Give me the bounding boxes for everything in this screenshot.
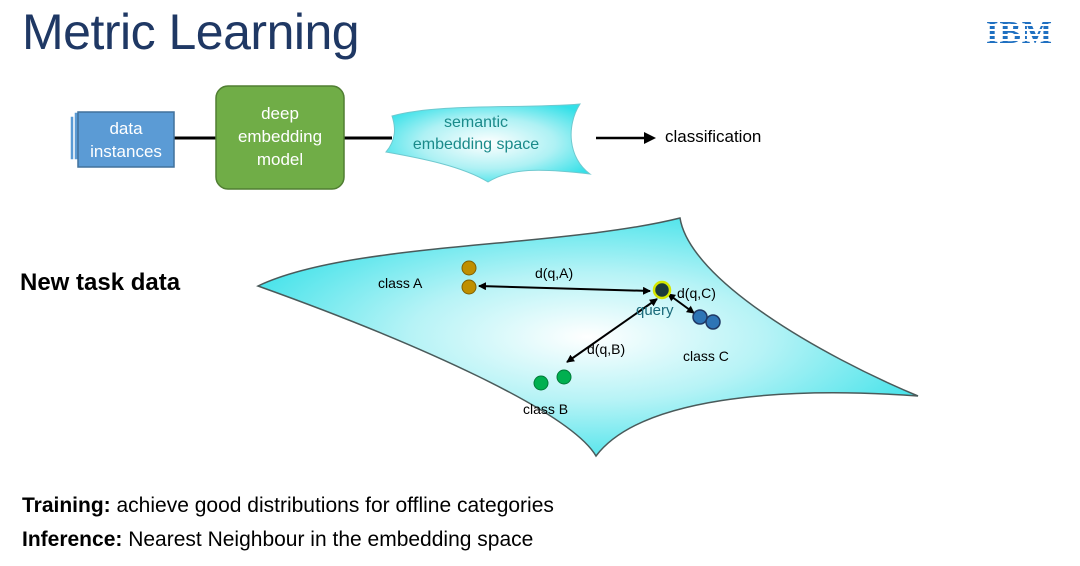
distance-arrow-b <box>566 298 658 363</box>
distance-a-label: d(q,A) <box>535 265 574 281</box>
class-a-point <box>461 260 477 276</box>
distance-arrow-a <box>478 282 651 295</box>
class-c-label: class C <box>683 348 729 364</box>
training-text: achieve good distributions for offline c… <box>110 494 554 517</box>
classification-label: classification <box>665 127 762 146</box>
embedding-space-shape <box>256 217 919 458</box>
class-b-point <box>556 369 572 385</box>
data-instances-stack <box>69 111 175 168</box>
data-box-label: data instances <box>78 117 174 163</box>
distance-c-label: d(q,C) <box>677 285 716 301</box>
data-box-line: instances <box>90 142 162 161</box>
space-label: semantic embedding space <box>396 112 556 156</box>
inference-text: Nearest Neighbour in the embedding space <box>122 528 534 551</box>
training-line: Training: achieve good distributions for… <box>22 494 554 518</box>
training-label: Training: <box>22 494 111 517</box>
space-label-line: semantic <box>443 114 509 131</box>
arrow-head-icon <box>644 132 656 144</box>
deep-embedding-model-box <box>215 85 345 190</box>
new-task-heading: New task data <box>20 269 181 296</box>
class-c-point <box>705 314 721 330</box>
model-box-line: embedding <box>237 127 323 146</box>
query-point <box>652 280 672 300</box>
inference-line: Inference: Nearest Neighbour in the embe… <box>22 528 533 552</box>
model-box-line: deep <box>261 104 299 123</box>
class-b-point <box>533 375 549 391</box>
page-title: Metric Learning <box>22 4 360 60</box>
query-label: query <box>636 302 674 319</box>
model-box-line: model <box>256 150 304 169</box>
space-label-line: embedding space <box>412 136 540 153</box>
ibm-logo: IBM <box>986 14 1053 50</box>
class-a-point <box>461 279 477 295</box>
class-b-label: class B <box>523 401 569 417</box>
class-a-label: class A <box>378 275 423 291</box>
model-box-label: deep embedding model <box>216 102 344 171</box>
inference-label: Inference: <box>22 528 123 551</box>
data-box-line: data <box>109 119 143 138</box>
distance-arrow-c <box>667 293 695 314</box>
distance-b-label: d(q,B) <box>587 341 626 357</box>
small-embedding-space-shape <box>385 103 592 183</box>
class-c-point <box>692 309 708 325</box>
